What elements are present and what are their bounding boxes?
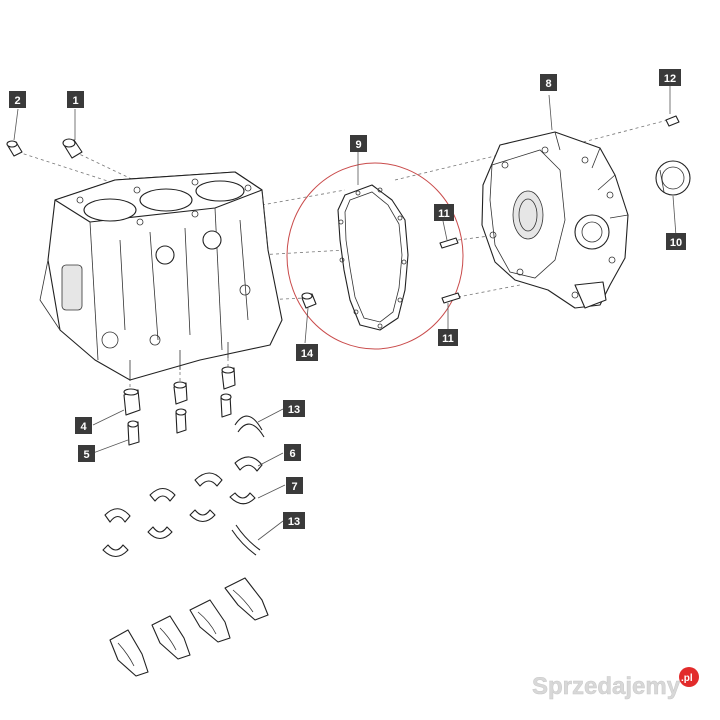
callout-5: 5 xyxy=(78,445,95,462)
svg-text:5: 5 xyxy=(83,449,89,461)
callout-10: 10 xyxy=(666,233,686,250)
pin-part-11b xyxy=(441,292,461,304)
svg-text:8: 8 xyxy=(545,78,551,90)
leader-lines xyxy=(13,86,677,541)
callout-13-lower: 13 xyxy=(283,512,305,529)
callout-2: 2 xyxy=(9,91,26,108)
bolt-part-12 xyxy=(665,115,680,127)
plug-part-1 xyxy=(62,138,83,159)
svg-text:11: 11 xyxy=(442,333,454,345)
callout-9: 9 xyxy=(350,135,367,152)
callout-1: 1 xyxy=(67,91,84,108)
bearing-shells xyxy=(102,456,263,558)
plug-part-2 xyxy=(6,140,23,157)
gasket-part-9 xyxy=(286,162,464,350)
svg-text:6: 6 xyxy=(289,448,295,460)
watermark-text: Sprzedajemy xyxy=(532,673,681,700)
watermark-suffix: .pl xyxy=(681,673,693,684)
callout-12: 12 xyxy=(659,69,681,86)
svg-text:13: 13 xyxy=(288,404,300,416)
callout-6: 6 xyxy=(284,444,301,461)
dowel-part-14 xyxy=(301,292,317,309)
svg-text:10: 10 xyxy=(670,237,682,249)
seal-part-10 xyxy=(655,160,691,196)
callout-13-upper: 13 xyxy=(283,400,305,417)
svg-text:13: 13 xyxy=(288,516,300,528)
pin-part-11a xyxy=(439,237,459,249)
svg-text:1: 1 xyxy=(72,95,78,107)
svg-text:11: 11 xyxy=(438,208,450,220)
svg-text:7: 7 xyxy=(291,481,297,493)
svg-text:12: 12 xyxy=(664,73,676,85)
svg-text:2: 2 xyxy=(14,95,20,107)
watermark: Sprzedajemy .pl xyxy=(532,667,699,700)
callout-11-lower: 11 xyxy=(438,329,458,346)
callout-11-upper: 11 xyxy=(434,204,454,221)
bolt-column-parts xyxy=(123,366,236,446)
svg-text:4: 4 xyxy=(80,421,87,433)
callout-14: 14 xyxy=(296,344,318,361)
svg-text:14: 14 xyxy=(301,348,314,360)
callout-8: 8 xyxy=(540,74,557,91)
callout-7: 7 xyxy=(286,477,303,494)
thrust-washer-lower xyxy=(231,524,261,556)
callout-4: 4 xyxy=(75,417,92,434)
housing-part-8 xyxy=(481,131,629,309)
thrust-washer-upper xyxy=(234,415,265,438)
bearing-caps xyxy=(109,577,269,677)
watermark-badge xyxy=(679,667,699,687)
svg-text:9: 9 xyxy=(355,139,361,151)
engine-block xyxy=(39,171,283,381)
